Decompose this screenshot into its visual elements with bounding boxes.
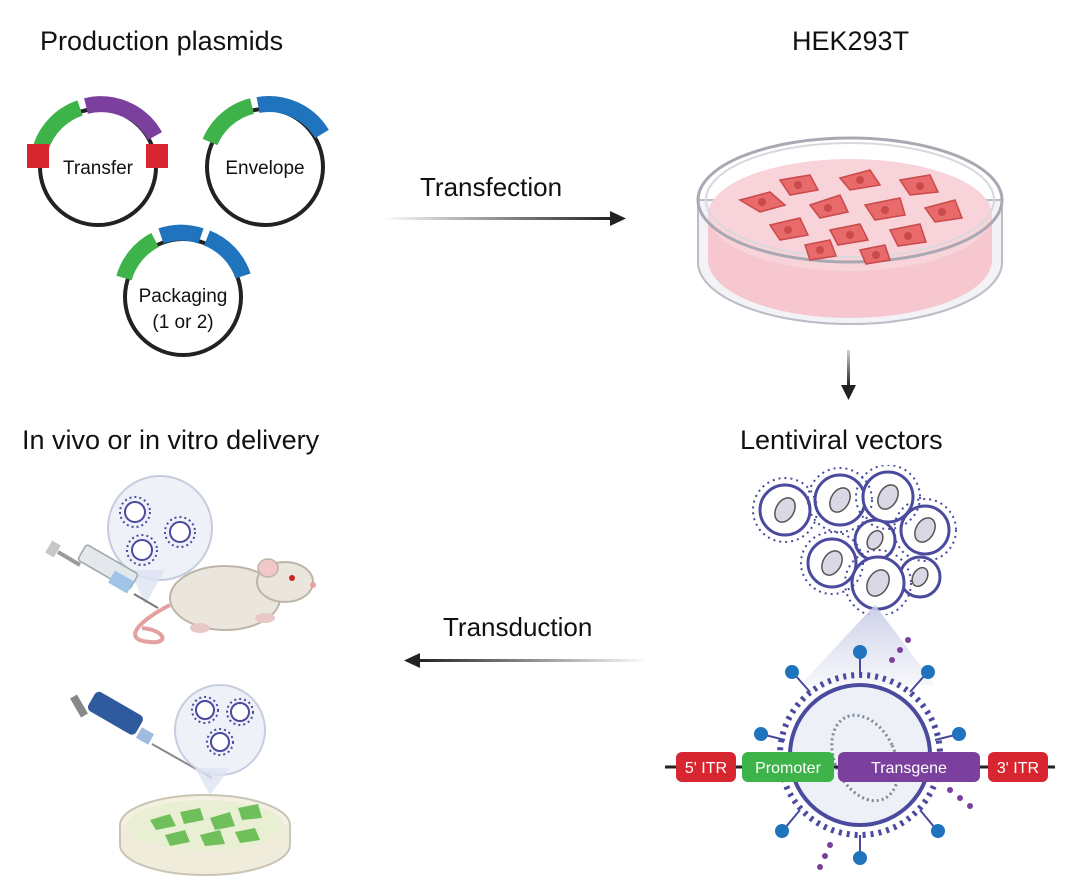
packaging-plasmid [116,224,251,357]
packaging-sub-label: (1 or 2) [152,312,214,333]
promoter-block [742,752,834,782]
transgene-block [838,752,980,782]
transfer-plasmid [27,96,168,227]
in-vivo-graphic [45,475,316,645]
transduction-label: Transduction [443,612,593,642]
envelope-plasmid [202,96,329,227]
lentiviral-vectors-heading: Lentiviral vectors [740,425,943,455]
packaging-label: Packaging [138,286,228,307]
production-plasmids-heading: Production plasmids [40,26,284,56]
envelope-label: Envelope [225,158,305,179]
virion-detail [665,605,1055,870]
lentiviral-cluster [752,465,957,615]
harvest-arrow [841,350,856,400]
transfer-label: Transfer [62,158,134,179]
itr5-block [676,752,736,782]
mouse [133,558,316,645]
itr5-label: 5' ITR [684,760,728,777]
transduction-arrow [404,653,648,668]
plasmids-graphic [27,96,329,357]
hek293t-heading: HEK293T [792,26,910,56]
delivery-heading: In vivo or in vitro delivery [22,425,320,455]
green-cells [150,804,262,846]
transfection-label: Transfection [420,172,563,202]
itr3-block [988,752,1048,782]
syringe [45,540,159,609]
hek293t-dish [696,136,1004,325]
promoter-label: Promoter [755,760,821,777]
in-vitro-graphic [70,684,291,876]
itr3-label: 3' ITR [996,760,1040,777]
transfection-arrow [382,211,626,226]
transgene-label: Transgene [871,760,947,777]
